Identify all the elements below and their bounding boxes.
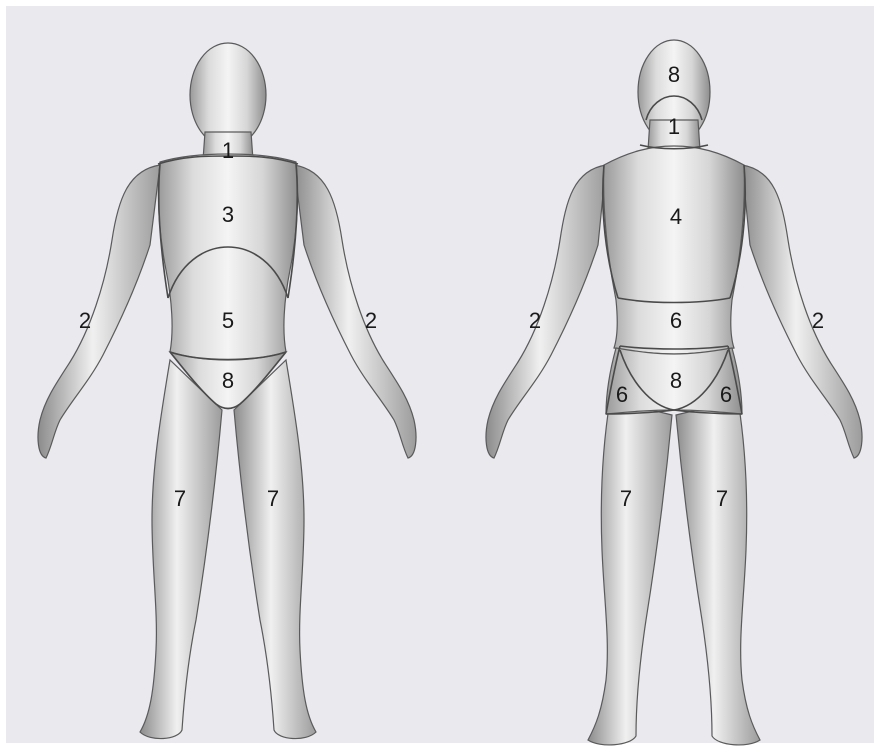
front-label-leg-right: 7 [267, 486, 279, 511]
back-label-hip-right: 6 [720, 382, 732, 407]
back-label-lower-back: 6 [670, 308, 682, 333]
back-label-neck: 1 [668, 114, 680, 139]
back-label-arm-right: 2 [812, 308, 824, 333]
front-label-groin: 8 [222, 368, 234, 393]
front-label-leg-left: 7 [174, 486, 186, 511]
back-label-arm-left: 2 [529, 308, 541, 333]
front-label-chest: 3 [222, 202, 234, 227]
front-label-arm-left: 2 [79, 308, 91, 333]
front-label-abdomen: 5 [222, 308, 234, 333]
back-label-upper-back: 4 [670, 204, 682, 229]
back-label-head: 8 [668, 62, 680, 87]
diagram-background [6, 6, 874, 743]
front-label-arm-right: 2 [365, 308, 377, 333]
back-label-leg-left: 7 [620, 486, 632, 511]
back-label-leg-right: 7 [716, 486, 728, 511]
back-label-buttocks: 8 [670, 368, 682, 393]
back-label-hip-left: 6 [616, 382, 628, 407]
front-label-neck: 1 [222, 138, 234, 163]
